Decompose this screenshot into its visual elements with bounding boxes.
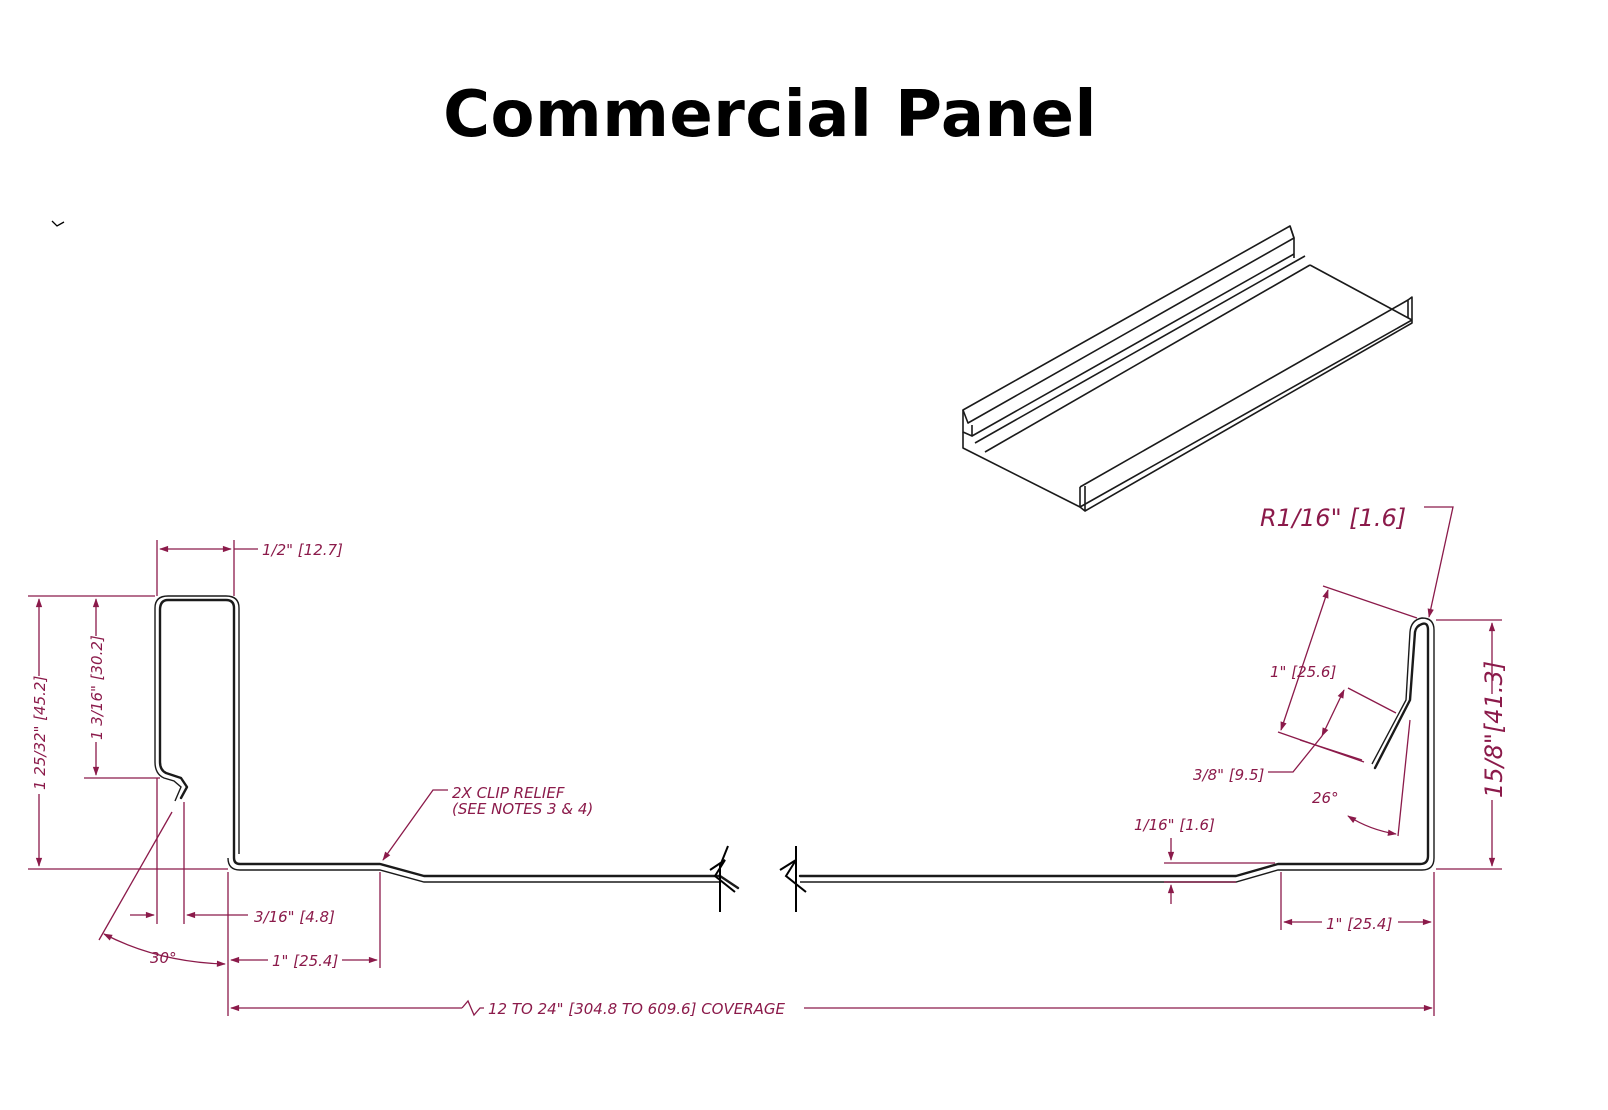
dim-left-total-height: 1 25/32" [45.2] [31,676,49,790]
clip-relief-label-2: (SEE NOTES 3 & 4) [452,800,593,818]
right-dimensions: R1/16" [1.6] 15/8"[41.3] 1" [25.6] 3/8" … [1134,504,1508,933]
page-title: Commercial Panel [443,78,1097,152]
dim-step-height: 1/16" [1.6] [1134,816,1215,834]
left-dimensions: 1/2" [12.7] 1 25/32" [45.2] 1 3/16" [30.… [28,540,593,1016]
clip-relief-label-1: 2X CLIP RELIEF [452,784,565,802]
dim-coverage: 12 TO 24" [304.8 TO 609.6] COVERAGE [488,1000,786,1018]
dim-hook-offset: 3/16" [4.8] [254,908,335,926]
dim-left-flat: 1" [25.4] [272,952,338,970]
dim-radius: R1/16" [1.6] [1260,504,1406,532]
dim-right-hem: 3/8" [9.5] [1193,766,1265,784]
dim-right-flat: 1" [25.4] [1326,915,1392,933]
dim-right-leg: 1" [25.6] [1270,663,1336,681]
dim-right-angle: 26° [1312,789,1339,807]
dim-right-height: 15/8"[41.3] [1480,661,1508,798]
dim-left-inner-height: 1 3/16" [30.2] [88,635,106,740]
break-symbol-left [709,845,736,912]
stray-mark [51,220,65,227]
break-symbol-right [779,846,807,912]
panel-profile [154,595,1435,890]
isometric-panel-view [962,225,1413,512]
coverage-dimension: 12 TO 24" [304.8 TO 609.6] COVERAGE [230,872,1435,1018]
dim-left-top-width: 1/2" [12.7] [262,541,343,559]
dim-hook-angle: 30° [150,949,177,967]
